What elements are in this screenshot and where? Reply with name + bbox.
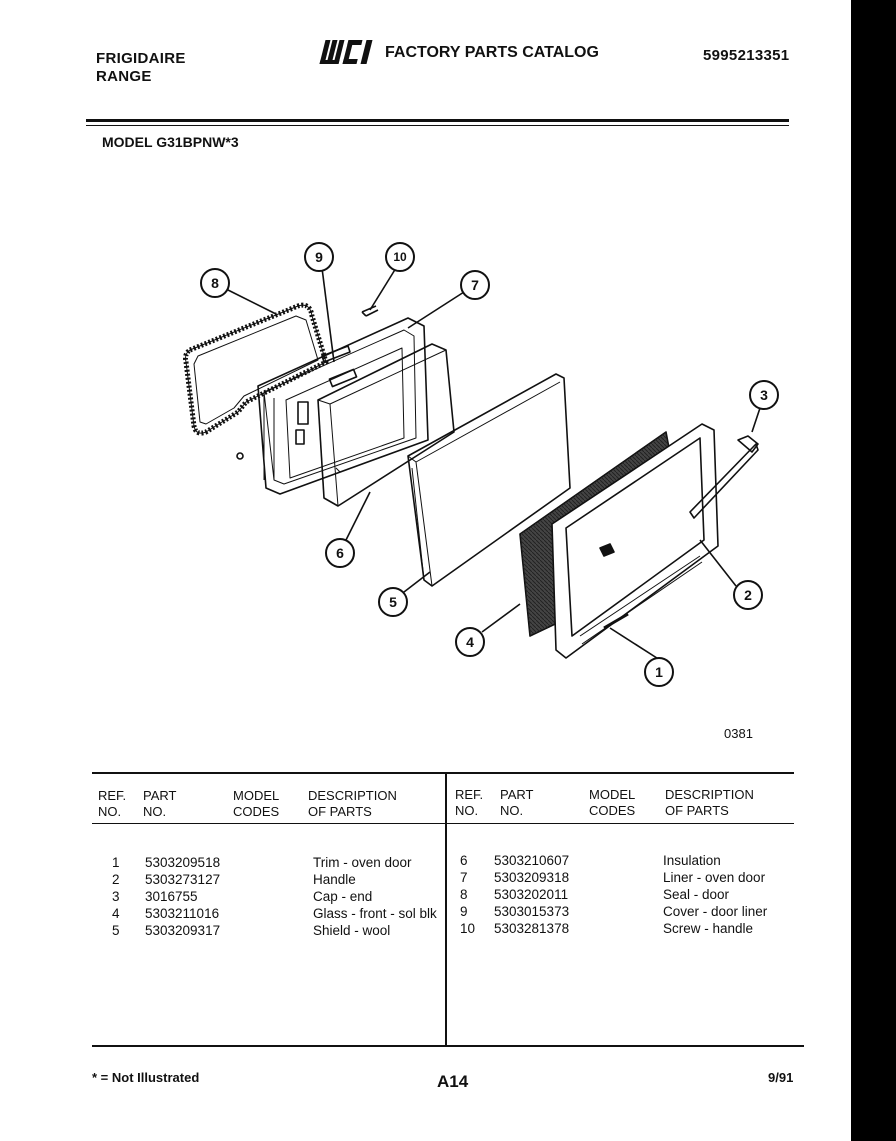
header-rule-thin [86,125,789,126]
part-description: Insulation [663,853,721,868]
part-number: 5303209317 [145,923,221,938]
part-number: 5303209518 [145,855,221,870]
part-description: Seal - door [663,887,730,902]
callout-4: 4 [455,627,485,657]
col-ref-header-right: REF.NO. [455,787,484,818]
table-column-desc-right: Insulation Liner - oven door Seal - door… [663,852,767,937]
table-row: 5 [112,923,120,938]
door-seal-part [183,302,329,436]
col-ref-header: REF.NO. [98,788,127,819]
part-description: Glass - front - sol blk [313,906,437,921]
part-number: 5303015373 [494,904,570,919]
callout-2: 2 [733,580,763,610]
part-description: Trim - oven door [313,855,412,870]
not-illustrated-note: * = Not Illustrated [92,1070,200,1085]
part-description: Liner - oven door [663,870,766,885]
part-description: Handle [313,872,356,887]
insulation-part [317,343,455,507]
table-row: 6 [460,853,468,868]
callout-3: 3 [749,380,779,410]
diagram-code: 0381 [724,726,753,741]
header-rule [86,119,789,122]
callout-9: 9 [304,242,334,272]
table-header-rule [92,823,794,824]
door-liner-cover-part [321,345,351,363]
product-name: RANGE [96,68,152,85]
table-column-part-right: 5303210607 5303209318 5303202011 5303015… [494,852,569,937]
exploded-parts-diagram [183,267,761,661]
table-column-desc-left: Trim - oven door Handle Cap - end Glass … [313,854,437,939]
table-row: 9 [460,904,468,919]
part-description: Shield - wool [313,923,391,938]
wci-logo-icon [319,40,373,64]
table-column-ref-right: 6 7 8 9 10 [460,852,475,937]
table-column-ref-left: 1 2 3 4 5 [112,854,120,939]
callout-1: 1 [644,657,674,687]
part-number: 3016755 [145,889,198,904]
part-description: Cap - end [313,889,373,904]
page-number: A14 [437,1072,469,1091]
seal-clip-part [236,452,244,460]
callout-6: 6 [325,538,355,568]
table-row: 2 [112,872,120,887]
model-label: MODEL G31BPNW*3 [102,134,239,150]
handle-screw-part [361,305,379,317]
callout-8: 8 [200,268,230,298]
table-row: 1 [112,855,120,870]
table-top-rule [92,772,794,774]
part-number: 5303202011 [494,887,569,902]
oven-door-liner-part [257,317,429,495]
part-number: 5303281378 [494,921,570,936]
table-row: 8 [460,887,468,902]
table-column-part-left: 5303209518 5303273127 3016755 5303211016… [145,854,220,939]
page-edge-border [851,0,896,1141]
callout-10: 10 [385,242,415,272]
part-description: Cover - door liner [663,904,768,919]
table-row: 10 [460,921,476,936]
door-handle-part [689,443,759,519]
catalog-date: 9/91 [768,1070,794,1085]
part-number: 5303209318 [494,870,570,885]
end-cap-part [737,435,759,453]
part-number: 5303211016 [145,906,220,921]
catalog-title: FACTORY PARTS CATALOG [385,44,599,61]
table-row: 4 [112,906,120,921]
table-divider [445,772,447,1045]
callout-7: 7 [460,270,490,300]
table-row: 7 [460,870,468,885]
table-bottom-rule [92,1045,804,1047]
part-number: 5303210607 [494,853,570,868]
table-row: 3 [112,889,120,904]
catalog-number: 5995213351 [703,47,790,64]
part-number: 5303273127 [145,872,221,887]
part-description: Screw - handle [663,921,754,936]
callout-5: 5 [378,587,408,617]
brand-name: FRIGIDAIRE [96,50,186,67]
